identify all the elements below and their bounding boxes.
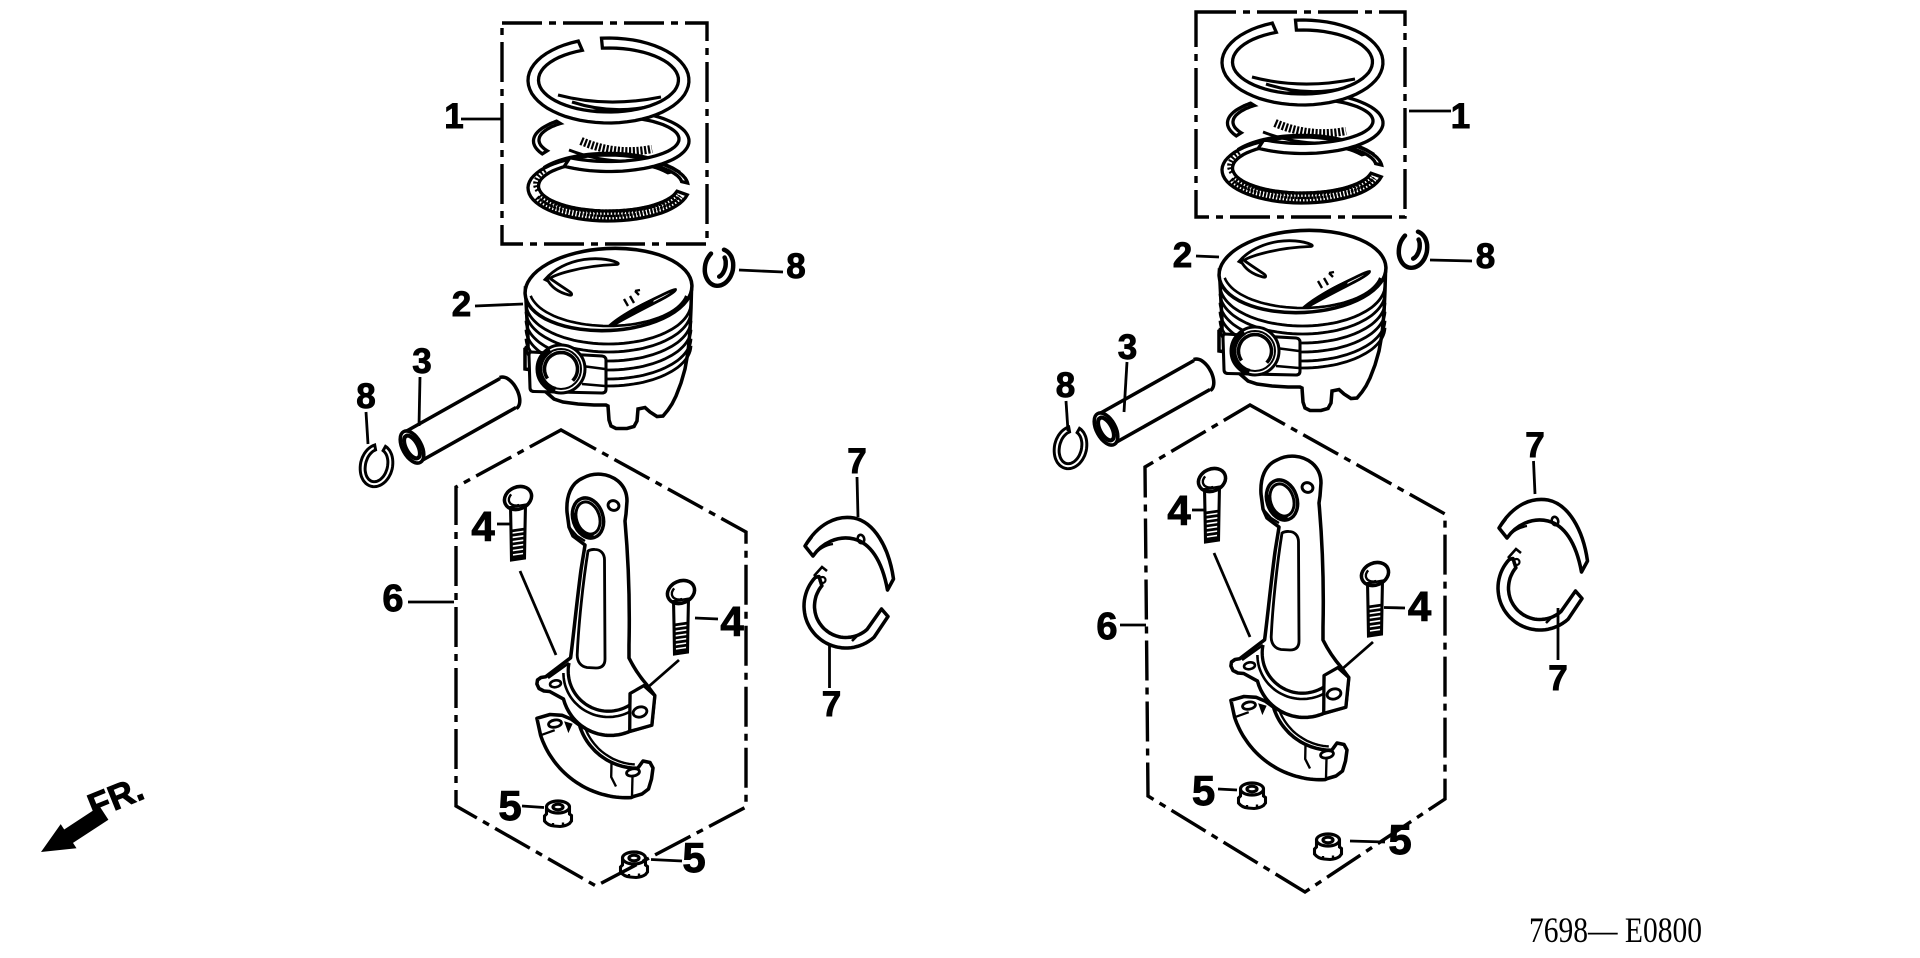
svg-text:5: 5 [1388,816,1411,863]
svg-text:3: 3 [1118,328,1137,367]
svg-text:4: 4 [471,503,495,550]
svg-text:2: 2 [1173,236,1192,275]
svg-text:8: 8 [1476,237,1495,276]
svg-text:2: 2 [452,285,471,324]
svg-text:7: 7 [1525,426,1544,465]
svg-text:7: 7 [822,685,841,724]
svg-text:1: 1 [1451,97,1470,136]
svg-text:4: 4 [720,598,744,645]
svg-text:5: 5 [682,834,705,881]
svg-text:8: 8 [1056,366,1075,405]
svg-text:1: 1 [444,97,463,136]
svg-text:5: 5 [1192,767,1215,814]
svg-text:6: 6 [1096,606,1117,648]
svg-text:4: 4 [1167,487,1191,534]
svg-text:5: 5 [498,782,521,829]
svg-text:8: 8 [356,377,375,416]
svg-text:8: 8 [786,247,805,286]
svg-text:3: 3 [412,342,431,381]
svg-text:7698— E0800: 7698— E0800 [1529,911,1702,951]
svg-text:7: 7 [847,442,866,481]
svg-text:7: 7 [1548,659,1567,698]
svg-text:6: 6 [382,578,403,620]
svg-text:4: 4 [1408,583,1432,630]
